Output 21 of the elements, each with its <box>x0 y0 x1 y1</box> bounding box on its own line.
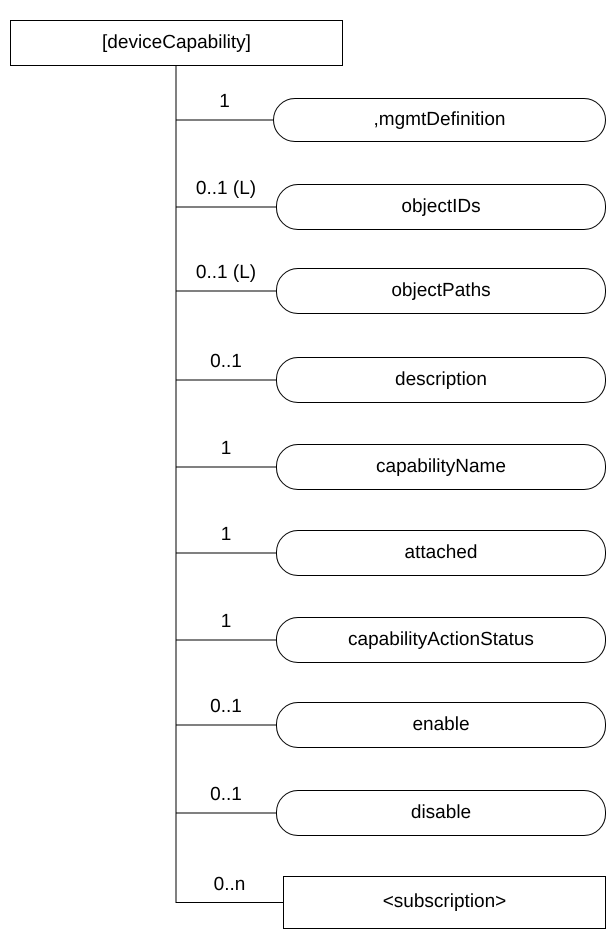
attribute-box: attached <box>276 530 606 576</box>
attribute-box: disable <box>276 790 606 836</box>
attribute-box: objectIDs <box>276 184 606 230</box>
attribute-box: description <box>276 357 606 403</box>
multiplicity-label: 0..1 (L) <box>196 179 256 198</box>
multiplicity-label: 1 <box>220 525 232 544</box>
resource-box: <subscription> <box>283 876 606 929</box>
resource-box: [deviceCapability] <box>10 20 343 66</box>
multiplicity-label: 0..1 <box>210 352 242 371</box>
attribute-box: capabilityName <box>276 444 606 490</box>
multiplicity-label: 0..1 <box>210 697 242 716</box>
multiplicity-label: 1 <box>219 92 230 111</box>
multiplicity-label: 0..1 <box>210 785 242 804</box>
attribute-box: objectPaths <box>276 268 606 314</box>
multiplicity-label: 0..1 (L) <box>196 263 256 282</box>
multiplicity-label: 1 <box>220 612 232 631</box>
attribute-box: capabilityActionStatus <box>276 617 606 663</box>
multiplicity-label: 0..n <box>214 874 246 894</box>
attribute-box: ,mgmtDefinition <box>273 98 606 142</box>
attribute-box: enable <box>276 702 606 748</box>
multiplicity-label: 1 <box>220 439 232 458</box>
